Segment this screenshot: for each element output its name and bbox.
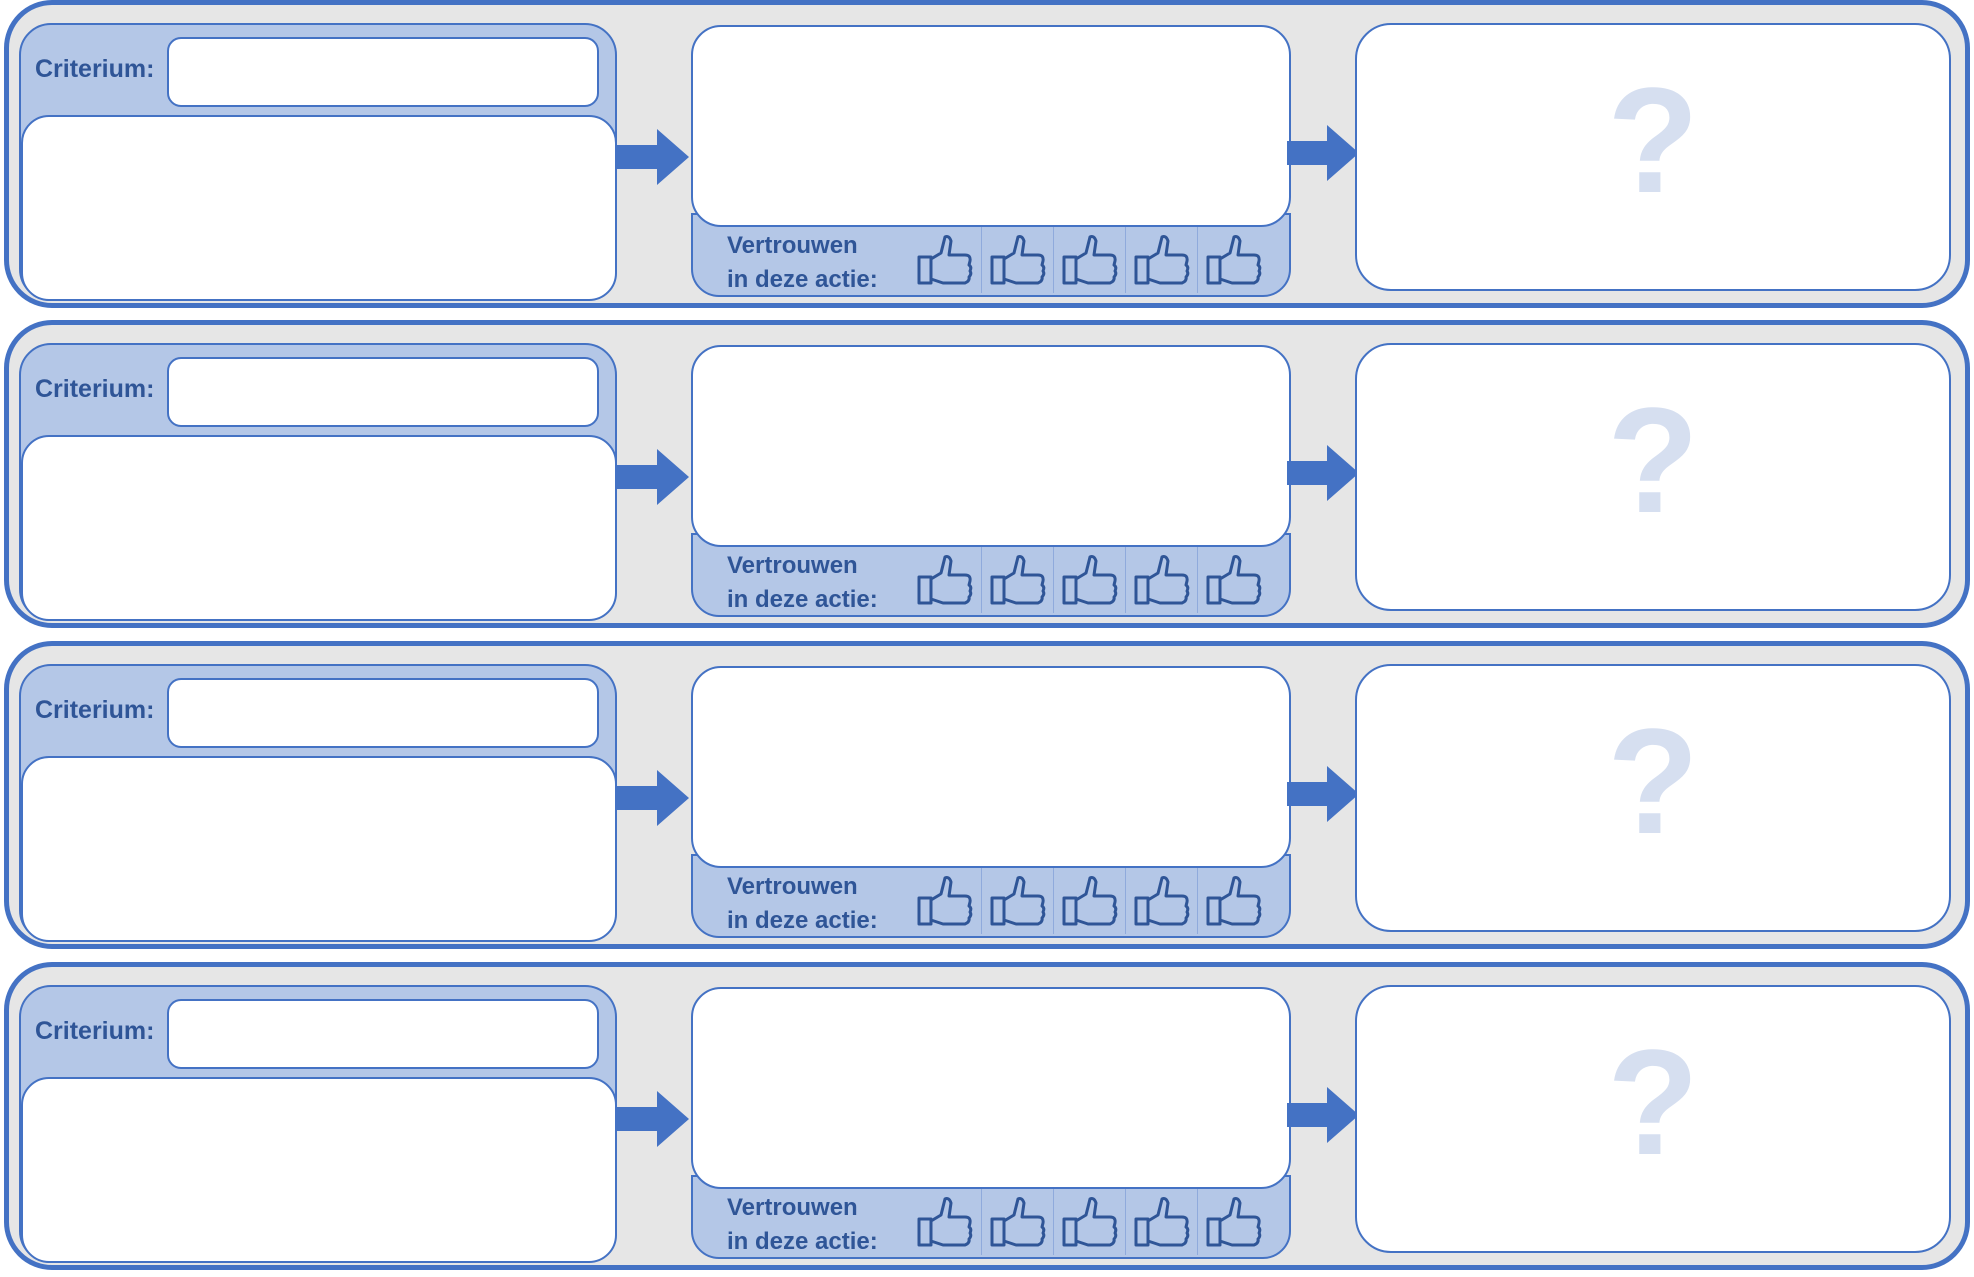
right-arrow-icon [617,1091,689,1147]
question-mark-icon: ? [1607,376,1699,544]
criterium-panel: Criterium: [19,343,617,621]
thumbs-up-icon[interactable] [1197,547,1269,613]
criterium-panel: Criterium: [19,23,617,301]
action-input-field[interactable] [691,25,1291,227]
trust-label: Vertrouwen in deze actie: [727,870,878,938]
criterium-input[interactable] [167,999,599,1069]
trust-label-line1: Vertrouwen [727,873,858,900]
criterion-row-2: Criterium: Vertrouwen in deze actie: ? [4,320,1970,628]
trust-rating [909,868,1269,934]
action-input-field[interactable] [691,345,1291,547]
criterium-description-field[interactable] [21,756,617,942]
thumbs-up-icon[interactable] [1053,868,1125,934]
trust-label-line1: Vertrouwen [727,552,858,579]
trust-label-line1: Vertrouwen [727,232,858,259]
criterium-panel: Criterium: [19,664,617,942]
action-input-field[interactable] [691,666,1291,868]
trust-label: Vertrouwen in deze actie: [727,229,878,297]
thumbs-up-icon[interactable] [909,547,981,613]
criterium-input[interactable] [167,357,599,427]
question-mark-icon: ? [1607,56,1699,224]
trust-panel: Vertrouwen in deze actie: [691,213,1291,297]
right-arrow-icon [1287,766,1359,822]
criterion-row-3: Criterium: Vertrouwen in deze actie: ? [4,641,1970,949]
thumbs-up-icon[interactable] [1197,227,1269,293]
trust-label-line2: in deze actie: [727,907,878,934]
question-mark-icon: ? [1607,697,1699,865]
right-arrow-icon [1287,1087,1359,1143]
criterium-label: Criterium: [35,696,155,724]
criterium-description-field[interactable] [21,1077,617,1263]
right-arrow-icon [1287,125,1359,181]
thumbs-up-icon[interactable] [909,868,981,934]
thumbs-up-icon[interactable] [1053,547,1125,613]
result-field[interactable]: ? [1355,23,1951,291]
criterium-description-field[interactable] [21,435,617,621]
criterium-panel: Criterium: [19,985,617,1263]
criterion-row-1: Criterium: Vertrouwen in deze actie: ? [4,0,1970,308]
trust-rating [909,227,1269,293]
trust-panel: Vertrouwen in deze actie: [691,533,1291,617]
right-arrow-icon [617,770,689,826]
thumbs-up-icon[interactable] [1197,1189,1269,1255]
thumbs-up-icon[interactable] [909,1189,981,1255]
trust-rating [909,547,1269,613]
criterium-label: Criterium: [35,1017,155,1045]
thumbs-up-icon[interactable] [981,1189,1053,1255]
criterium-input[interactable] [167,678,599,748]
trust-label-line1: Vertrouwen [727,1194,858,1221]
right-arrow-icon [617,449,689,505]
trust-label: Vertrouwen in deze actie: [727,549,878,617]
question-mark-icon: ? [1607,1018,1699,1186]
thumbs-up-icon[interactable] [1125,868,1197,934]
right-arrow-icon [617,129,689,185]
result-field[interactable]: ? [1355,343,1951,611]
action-input-field[interactable] [691,987,1291,1189]
result-field[interactable]: ? [1355,664,1951,932]
trust-panel: Vertrouwen in deze actie: [691,854,1291,938]
trust-label: Vertrouwen in deze actie: [727,1191,878,1259]
trust-rating [909,1189,1269,1255]
criterium-input[interactable] [167,37,599,107]
trust-label-line2: in deze actie: [727,266,878,293]
criterium-label: Criterium: [35,55,155,83]
thumbs-up-icon[interactable] [1053,1189,1125,1255]
criterium-description-field[interactable] [21,115,617,301]
criterion-row-4: Criterium: Vertrouwen in deze actie: ? [4,962,1970,1270]
right-arrow-icon [1287,445,1359,501]
trust-label-line2: in deze actie: [727,1228,878,1255]
result-field[interactable]: ? [1355,985,1951,1253]
thumbs-up-icon[interactable] [1197,868,1269,934]
trust-label-line2: in deze actie: [727,586,878,613]
thumbs-up-icon[interactable] [981,547,1053,613]
thumbs-up-icon[interactable] [1125,1189,1197,1255]
thumbs-up-icon[interactable] [981,227,1053,293]
thumbs-up-icon[interactable] [1053,227,1125,293]
thumbs-up-icon[interactable] [909,227,981,293]
criterium-label: Criterium: [35,375,155,403]
thumbs-up-icon[interactable] [1125,547,1197,613]
thumbs-up-icon[interactable] [1125,227,1197,293]
thumbs-up-icon[interactable] [981,868,1053,934]
